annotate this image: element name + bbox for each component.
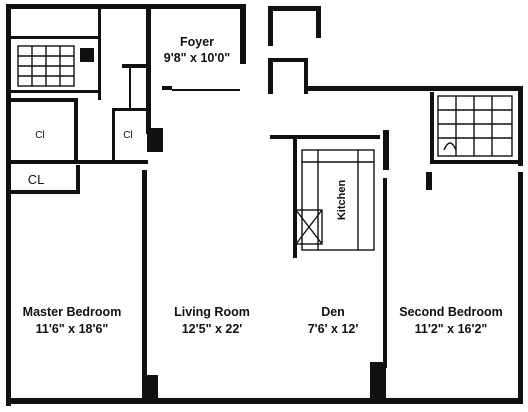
master-bedroom-dims: 11'6" x 18'6" [36, 322, 109, 336]
foyer-label: Foyer 9'8" x 10'0" [164, 35, 231, 65]
foyer-dims: 9'8" x 10'0" [164, 51, 231, 65]
second-bath-fixtures [437, 95, 513, 157]
second-bedroom-name: Second Bedroom [399, 305, 503, 319]
living-room-label: Living Room 12'5" x 22' [174, 305, 250, 336]
living-room-name: Living Room [174, 305, 250, 319]
interior-walls [8, 4, 520, 400]
kitchen-fixtures [295, 149, 375, 251]
den-name: Den [321, 305, 345, 319]
outer-walls [6, 4, 523, 406]
living-room-dims: 12'5" x 22' [182, 322, 243, 336]
den-dims: 7'6' x 12' [308, 322, 359, 336]
closet-label-1: Cl [35, 130, 44, 141]
master-bedroom-label: Master Bedroom 11'6" x 18'6" [23, 305, 122, 336]
foyer-name: Foyer [180, 35, 214, 49]
second-bedroom-label: Second Bedroom 11'2" x 16'2" [399, 305, 503, 336]
master-bath-fixtures [17, 45, 94, 87]
closet-label-3: CL [28, 172, 45, 187]
den-label: Den 7'6' x 12' [308, 305, 359, 336]
doors [129, 68, 240, 108]
second-bedroom-dims: 11'2" x 16'2" [415, 322, 488, 336]
closet-label-2: Cl [123, 130, 132, 141]
kitchen-label: Kitchen [336, 180, 348, 221]
master-bedroom-name: Master Bedroom [23, 305, 122, 319]
